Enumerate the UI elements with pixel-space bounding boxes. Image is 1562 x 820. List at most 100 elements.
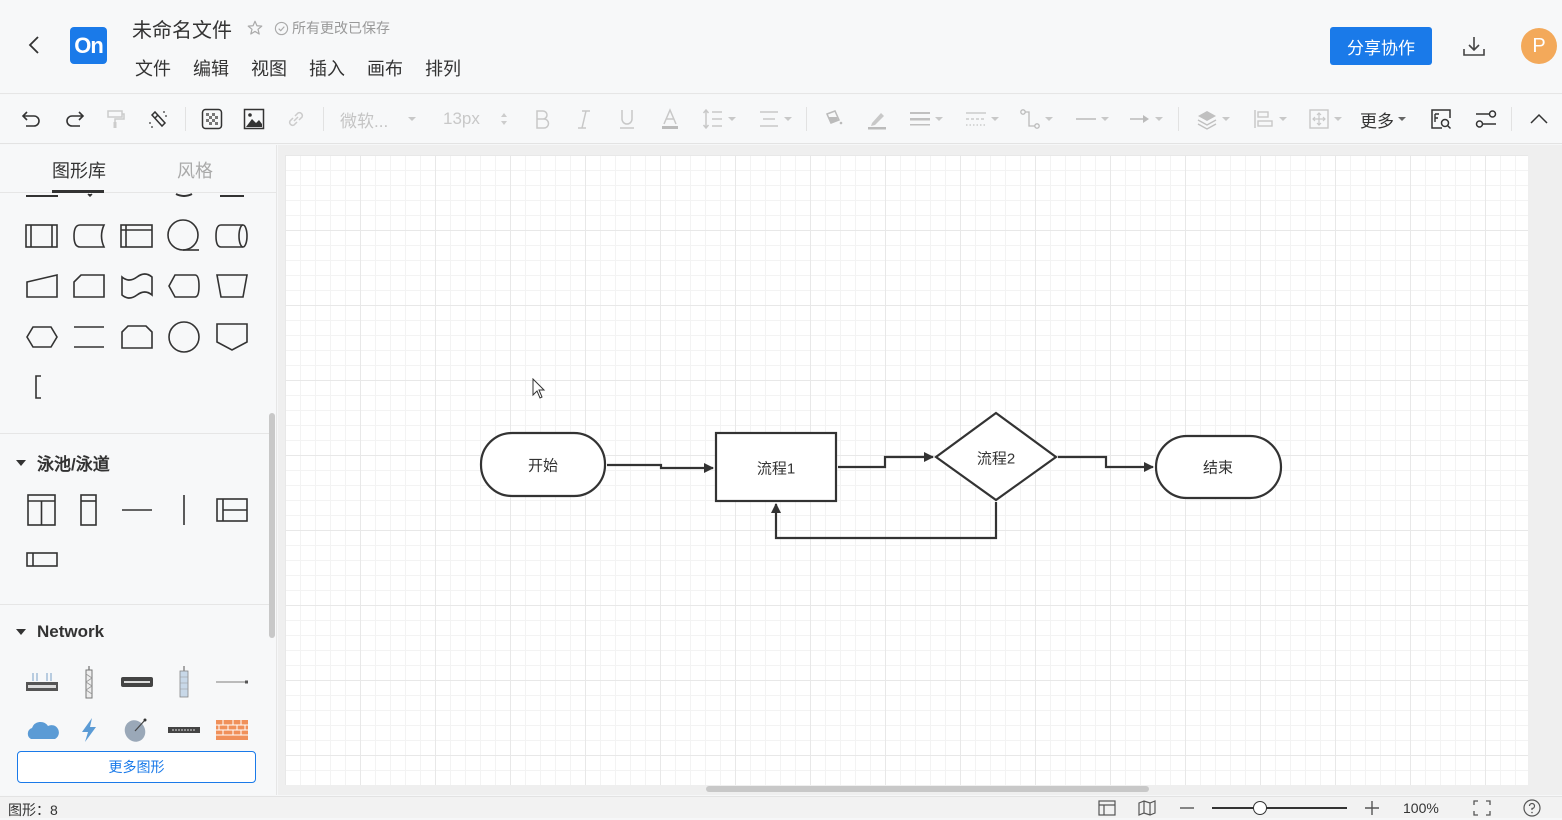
connector-type-button[interactable] — [1016, 107, 1056, 131]
shape-sequential-data[interactable] — [164, 216, 204, 256]
help-icon[interactable] — [1522, 799, 1542, 817]
star-icon[interactable] — [246, 19, 264, 37]
shape-item[interactable] — [22, 185, 62, 199]
menu-insert[interactable]: 插入 — [309, 59, 345, 79]
menu-edit[interactable]: 编辑 — [193, 59, 229, 79]
text-align-button[interactable] — [756, 107, 794, 131]
font-size-stepper[interactable]: 13px — [443, 107, 511, 131]
shape-item[interactable] — [212, 185, 252, 199]
zoom-in-icon[interactable] — [1362, 799, 1382, 817]
user-avatar[interactable]: P — [1521, 28, 1557, 64]
more-shapes-button[interactable]: 更多图形 — [17, 751, 256, 783]
shape-manual-operation[interactable] — [212, 266, 252, 306]
hub-icon[interactable] — [164, 710, 204, 750]
italic-icon[interactable] — [572, 107, 596, 131]
edge-p2-to-p1[interactable] — [771, 502, 998, 540]
shape-connector[interactable] — [164, 317, 204, 357]
minimap-icon[interactable] — [1137, 799, 1157, 817]
shape-item[interactable] — [164, 185, 204, 199]
node-start[interactable] — [479, 431, 607, 498]
share-button[interactable]: 分享协作 — [1330, 27, 1432, 65]
page-layout-icon[interactable] — [1097, 799, 1117, 817]
line-style-button[interactable] — [962, 107, 1002, 131]
satellite-dish-icon[interactable] — [117, 710, 157, 750]
document-title[interactable]: 未命名文件 — [132, 19, 232, 42]
node-label-process-1[interactable]: 流程1 — [756, 460, 796, 478]
menu-canvas[interactable]: 画布 — [367, 59, 403, 79]
layer-button[interactable] — [1193, 107, 1233, 131]
shape-internal-storage[interactable] — [117, 216, 157, 256]
canvas-horizontal-scrollbar[interactable] — [706, 786, 1149, 792]
line-width-button[interactable] — [906, 107, 946, 131]
app-logo[interactable]: On — [70, 27, 107, 64]
sidebar-scrollbar[interactable] — [269, 413, 275, 638]
section-header-network[interactable]: Network — [16, 622, 104, 642]
zoom-level[interactable]: 100% — [1403, 800, 1439, 816]
collapse-icon[interactable] — [1527, 107, 1551, 131]
shape-manual-input[interactable] — [22, 266, 62, 306]
line-end-button[interactable] — [1126, 107, 1166, 131]
switch-icon[interactable] — [117, 662, 157, 702]
node-decision-2[interactable] — [934, 411, 1058, 502]
shape-item[interactable] — [70, 185, 110, 199]
clear-format-icon[interactable] — [146, 107, 170, 131]
cable-icon[interactable] — [212, 662, 252, 702]
undo-icon[interactable] — [20, 107, 44, 131]
line-color-icon[interactable] — [865, 107, 889, 131]
node-process-1[interactable] — [714, 431, 838, 503]
menu-view[interactable]: 视图 — [251, 59, 287, 79]
redo-icon[interactable] — [62, 107, 86, 131]
download-icon[interactable] — [1460, 32, 1488, 60]
shape-direct-data[interactable] — [212, 216, 252, 256]
shape-off-page-connector[interactable] — [212, 317, 252, 357]
shape-lane-horizontal[interactable] — [22, 540, 62, 580]
section-header-swimlane[interactable]: 泳池/泳道 — [16, 450, 110, 475]
shape-punched-tape[interactable] — [117, 266, 157, 306]
shape-predefined-process[interactable] — [22, 216, 62, 256]
shape-parallel-mode[interactable] — [69, 317, 109, 357]
edge-start-to-p1[interactable] — [607, 463, 714, 473]
back-button[interactable] — [22, 30, 46, 60]
bold-icon[interactable] — [530, 107, 554, 131]
fill-color-icon[interactable] — [822, 107, 846, 131]
size-position-button[interactable] — [1305, 107, 1345, 131]
shape-stored-data[interactable] — [69, 216, 109, 256]
node-label-end[interactable]: 结束 — [1202, 459, 1234, 477]
menu-file[interactable]: 文件 — [135, 59, 171, 79]
shape-separator-horizontal[interactable] — [117, 490, 157, 530]
line-start-button[interactable] — [1072, 107, 1112, 131]
font-family-select[interactable]: 微软... — [340, 107, 425, 131]
zoom-slider-handle[interactable] — [1253, 801, 1267, 815]
font-color-icon[interactable] — [658, 107, 682, 131]
shape-pool-vertical[interactable] — [22, 490, 62, 530]
shape-lane-vertical[interactable] — [69, 490, 109, 530]
link-icon[interactable] — [284, 107, 308, 131]
node-label-decision-2[interactable]: 流程2 — [976, 450, 1016, 468]
find-replace-icon[interactable] — [1429, 107, 1453, 131]
arrange-align-button[interactable] — [1250, 107, 1290, 131]
format-painter-icon[interactable] — [104, 107, 128, 131]
fullscreen-icon[interactable] — [1472, 799, 1492, 817]
shape-preparation[interactable] — [22, 317, 62, 357]
underline-icon[interactable] — [615, 107, 639, 131]
tab-shape-library[interactable]: 图形库 — [52, 161, 106, 181]
line-spacing-button[interactable] — [700, 107, 738, 131]
edge-p2-to-end[interactable] — [1058, 455, 1154, 472]
more-button[interactable]: 更多 — [1358, 107, 1408, 131]
tab-style[interactable]: 风格 — [177, 161, 213, 181]
shape-loop-limit[interactable] — [117, 317, 157, 357]
shape-pool-horizontal[interactable] — [212, 490, 252, 530]
shape-annotation[interactable] — [18, 367, 58, 407]
zoom-slider-track[interactable] — [1212, 807, 1347, 809]
fill-pattern-icon[interactable] — [200, 107, 224, 131]
edge-p1-to-p2[interactable] — [838, 452, 934, 469]
shape-display[interactable] — [164, 266, 204, 306]
cell-tower-icon[interactable] — [164, 662, 204, 702]
shape-separator-vertical[interactable] — [164, 490, 204, 530]
node-end[interactable] — [1154, 434, 1283, 500]
router-icon[interactable] — [22, 662, 62, 702]
shape-card[interactable] — [69, 266, 109, 306]
image-icon[interactable] — [242, 107, 266, 131]
lightning-icon[interactable] — [69, 710, 109, 750]
firewall-icon[interactable] — [212, 710, 252, 750]
